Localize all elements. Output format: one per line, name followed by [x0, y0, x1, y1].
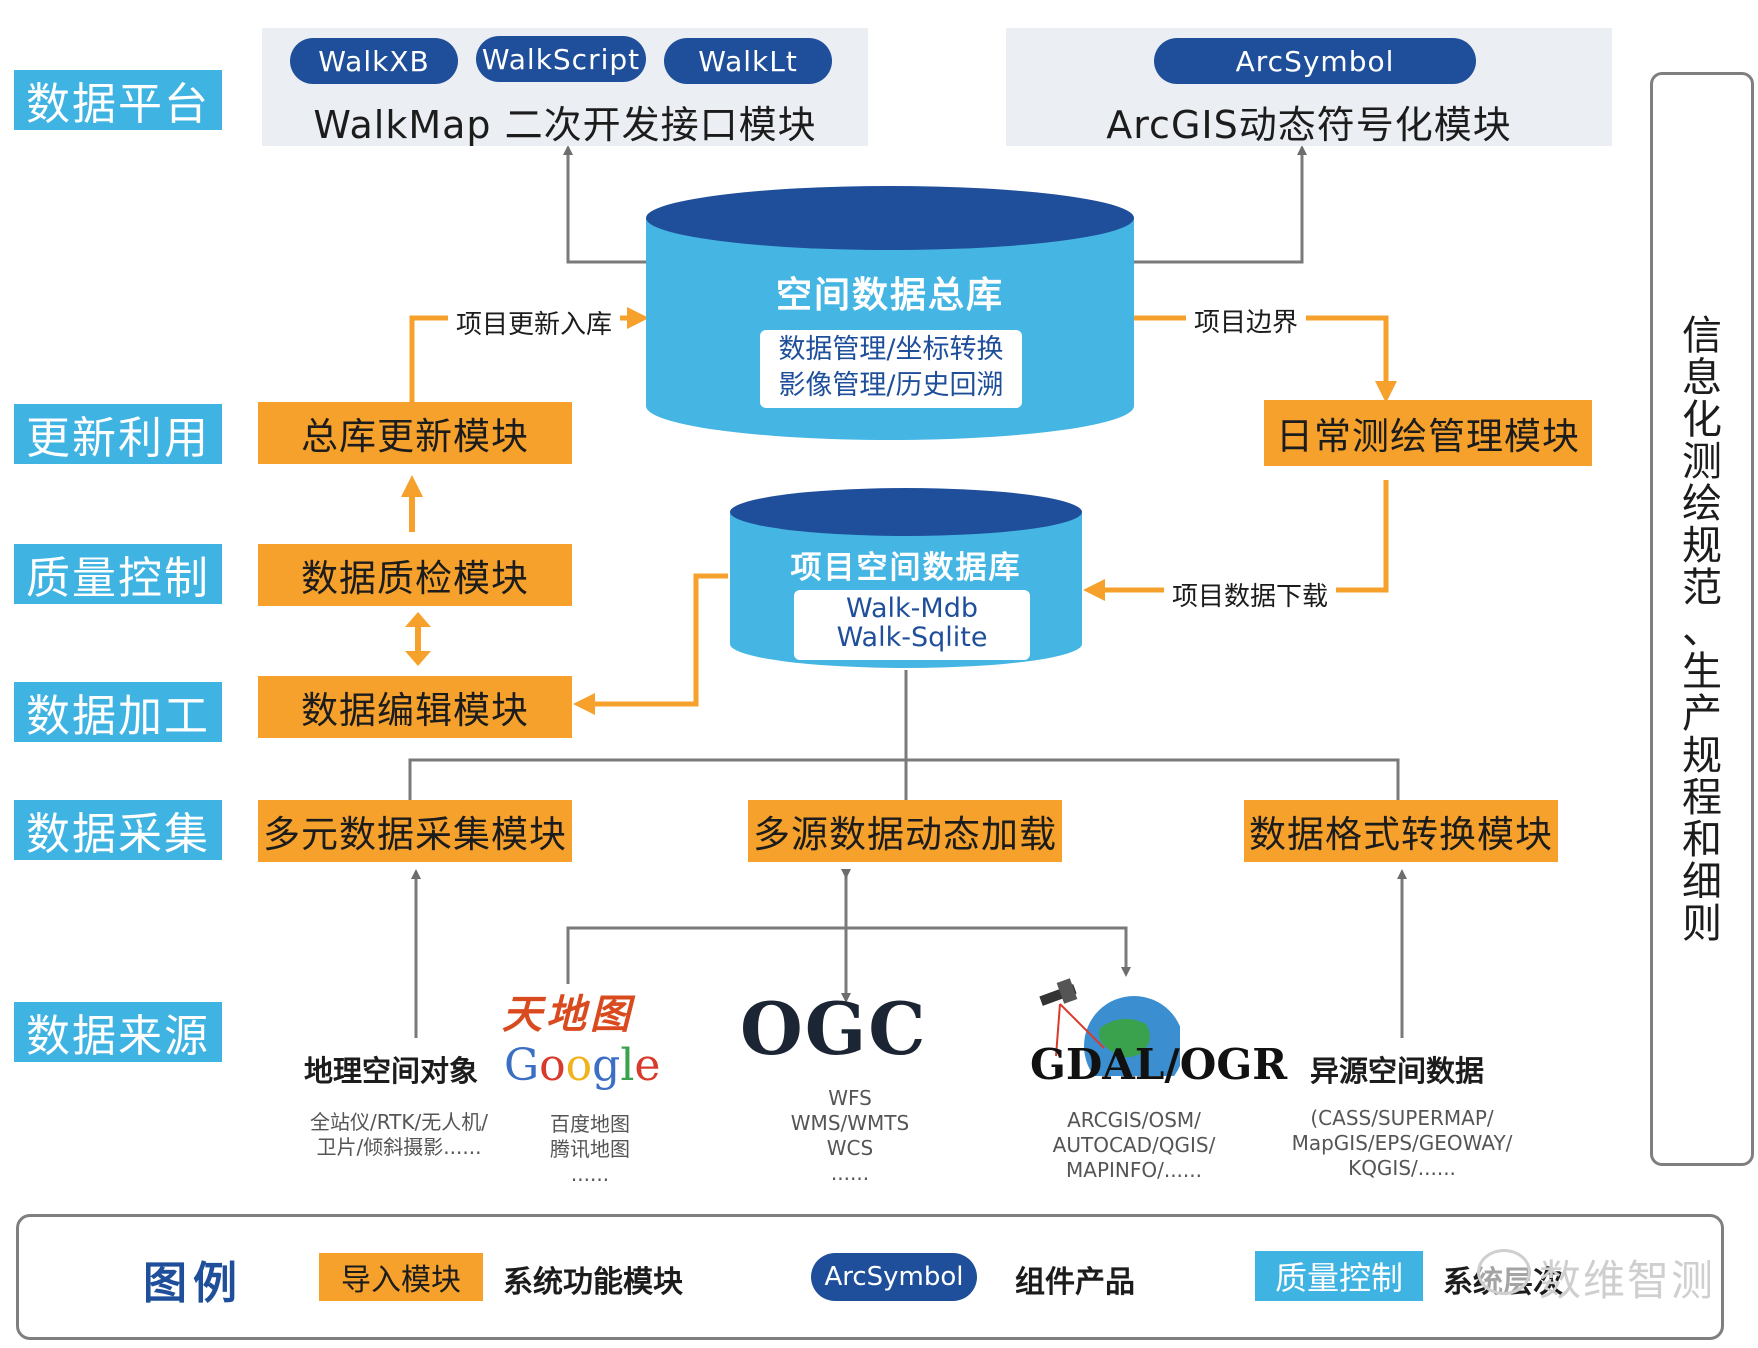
- layer-label-update: 更新利用: [14, 404, 222, 464]
- arrow-edit-qc-down: [405, 651, 431, 666]
- source-geo-line-2: 卫片/倾斜摄影......: [316, 1135, 482, 1159]
- legend-title: 图例: [143, 1258, 243, 1309]
- source-hetero-desc: (CASS/SUPERMAP/ MapGIS/EPS/GEOWAY/ KQGIS…: [1284, 1106, 1520, 1181]
- source-geo-line-1: 全站仪/RTK/无人机/: [310, 1110, 488, 1134]
- layer-label-process: 数据加工: [14, 682, 222, 742]
- main-db-line-1: 数据管理/坐标转换: [778, 334, 1004, 365]
- source-ogc-line-1: WFS: [828, 1086, 872, 1110]
- module-data-collect[interactable]: 多元数据采集模块: [258, 800, 572, 862]
- legend-component-sample: ArcSymbol: [811, 1253, 977, 1301]
- module-db-update[interactable]: 总库更新模块: [258, 402, 572, 464]
- pill-walklt: WalkLt: [664, 38, 832, 84]
- side-standards-box: 信 息 化 测 绘 规 范 、 生 产 规 程 和 细 则: [1650, 72, 1754, 1166]
- link-collect-branch: [408, 758, 1400, 800]
- module-format-convert[interactable]: 数据格式转换模块: [1244, 800, 1558, 862]
- google-logo: Google: [504, 1040, 661, 1091]
- arcgis-panel: ArcSymbol ArcGIS动态符号化模块: [1006, 28, 1612, 147]
- legend-box: 图例 导入模块 系统功能模块 ArcSymbol 组件产品 质量控制 系统层次 …: [16, 1214, 1724, 1340]
- satellite-globe-icon: [1039, 978, 1180, 1076]
- source-hetero-line-2: MapGIS/EPS/GEOWAY/: [1291, 1131, 1513, 1155]
- link-maps-gdal: [566, 926, 1131, 984]
- source-gdal-line-1: ARCGIS/OSM/: [1067, 1108, 1201, 1132]
- source-maps-line-1: 百度地图: [550, 1112, 630, 1136]
- project-db-line-1: Walk-Mdb: [846, 593, 978, 624]
- source-ogc-line-4: ......: [830, 1161, 870, 1185]
- pill-walkxb: WalkXB: [290, 38, 458, 84]
- arrow-survey-to-projectdb: [1083, 480, 1389, 601]
- edge-label-update-in: 项目更新入库: [448, 304, 621, 341]
- layer-label-collect: 数据采集: [14, 800, 222, 860]
- tianditu-logo: 天地图: [502, 991, 634, 1038]
- source-gdal-desc: ARCGIS/OSM/ AUTOCAD/QGIS/ MAPINFO/......: [1034, 1108, 1234, 1183]
- side-standards-text: 信 息 化 测 绘 规 范 、 生 产 规 程 和 细 则: [1682, 313, 1722, 947]
- source-gdal-line-3: MAPINFO/......: [1066, 1158, 1202, 1182]
- module-data-edit[interactable]: 数据编辑模块: [258, 676, 572, 738]
- arrow-edit-qc-up: [405, 612, 431, 627]
- module-dynamic-load[interactable]: 多源数据动态加载: [748, 800, 1062, 862]
- walkmap-panel: WalkXB WalkScript WalkLt WalkMap 二次开发接口模…: [262, 28, 868, 147]
- project-db-title: 项目空间数据库: [790, 550, 1022, 586]
- legend-module-desc: 系统功能模块: [503, 1265, 683, 1300]
- layer-label-source: 数据来源: [14, 1002, 222, 1062]
- arcgis-title: ArcGIS动态符号化模块: [1106, 103, 1512, 147]
- legend-module-sample: 导入模块: [319, 1253, 483, 1301]
- module-survey-management[interactable]: 日常测绘管理模块: [1264, 400, 1592, 466]
- main-db-features: 数据管理/坐标转换 影像管理/历史回溯: [760, 330, 1022, 408]
- source-maps-line-3: ......: [570, 1162, 610, 1186]
- source-hetero-title: 异源空间数据: [1310, 1054, 1485, 1088]
- project-db-line-2: Walk-Sqlite: [836, 622, 988, 653]
- pill-arcsymbol: ArcSymbol: [1154, 38, 1476, 84]
- source-ogc-desc: WFS WMS/WMTS WCS ......: [770, 1086, 930, 1186]
- legend-component-desc: 组件产品: [1015, 1265, 1135, 1300]
- source-gdal-line-2: AUTOCAD/QGIS/: [1052, 1133, 1216, 1157]
- source-maps-line-2: 腾讯地图: [550, 1137, 630, 1161]
- source-maps-desc: 百度地图 腾讯地图 ......: [520, 1112, 660, 1187]
- wechat-icon: [1477, 1249, 1531, 1295]
- main-db-title: 空间数据总库: [775, 275, 1004, 316]
- source-ogc-line-3: WCS: [826, 1136, 874, 1160]
- watermark-text: 数维智测: [1539, 1256, 1716, 1305]
- main-db-line-2: 影像管理/历史回溯: [778, 370, 1004, 401]
- source-ogc-line-2: WMS/WMTS: [790, 1111, 910, 1135]
- gdal-logo: GDAL/OGR: [1030, 1040, 1288, 1089]
- legend-layer-sample: 质量控制: [1255, 1251, 1423, 1301]
- edge-label-boundary: 项目边界: [1186, 302, 1307, 339]
- edge-label-download: 项目数据下载: [1164, 576, 1337, 613]
- source-hetero-line-1: (CASS/SUPERMAP/: [1310, 1106, 1494, 1130]
- module-quality-check[interactable]: 数据质检模块: [258, 544, 572, 606]
- layer-label-platform: 数据平台: [14, 70, 222, 130]
- source-geo-title: 地理空间对象: [304, 1054, 479, 1088]
- layer-label-qc: 质量控制: [14, 544, 222, 604]
- arrow-projectdb-to-edit: [573, 573, 728, 715]
- walkmap-title: WalkMap 二次开发接口模块: [313, 103, 817, 147]
- project-db-formats: Walk-Mdb Walk-Sqlite: [794, 590, 1030, 660]
- arrow-db-to-walkmap: [563, 145, 650, 264]
- pill-walkscript: WalkScript: [476, 36, 646, 82]
- source-hetero-line-3: KQGIS/......: [1348, 1156, 1456, 1180]
- ogc-logo: OGC: [740, 986, 928, 1071]
- arrow-db-to-arcgis: [1130, 145, 1307, 264]
- source-geo-desc: 全站仪/RTK/无人机/ 卫片/倾斜摄影......: [302, 1110, 496, 1160]
